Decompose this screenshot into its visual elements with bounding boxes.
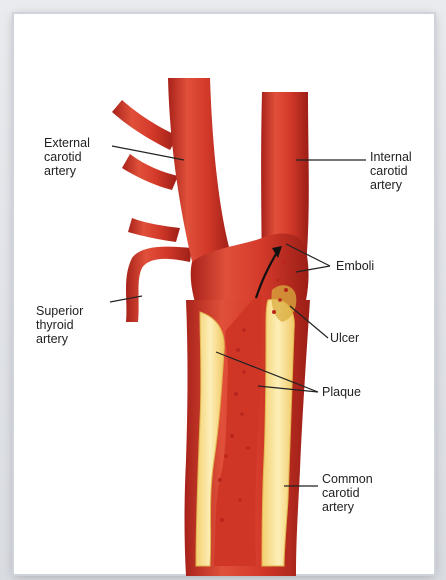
- label-common-carotid-artery: Common carotid artery: [322, 472, 373, 514]
- label-internal-carotid-artery: Internal carotid artery: [370, 150, 412, 192]
- label-external-carotid-artery: External carotid artery: [44, 136, 90, 178]
- superior-thyroid-artery: [126, 247, 192, 322]
- label-ulcer: Ulcer: [330, 331, 359, 345]
- label-emboli: Emboli: [336, 259, 374, 273]
- label-plaque: Plaque: [322, 385, 361, 399]
- external-carotid-branches: [112, 100, 180, 242]
- label-superior-thyroid-artery: Superior thyroid artery: [36, 304, 83, 346]
